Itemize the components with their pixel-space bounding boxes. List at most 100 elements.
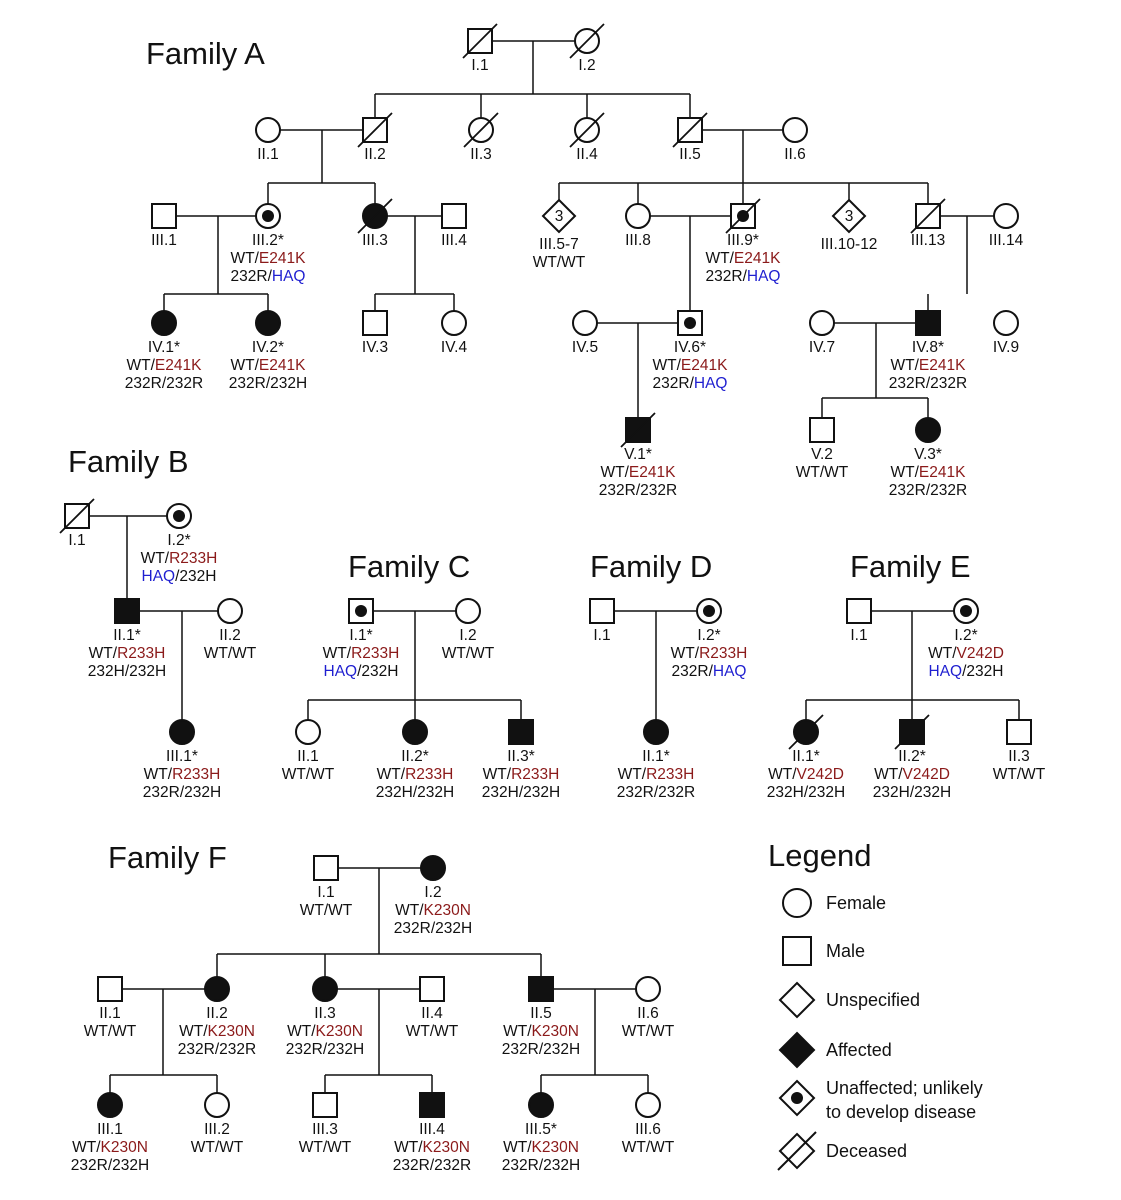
female-symbol <box>151 310 177 336</box>
genotype-line-part: WT/ <box>483 766 512 783</box>
genotype-line-part: HAQ <box>324 663 358 680</box>
male-symbol <box>419 1092 445 1118</box>
deceased-slash <box>894 714 930 750</box>
individual-label: III.2* <box>252 232 284 249</box>
female-symbol <box>420 855 446 881</box>
genotype-line: 232R/HAQ <box>231 268 306 285</box>
genotype-line: WT/WT <box>442 645 495 662</box>
genotype-line-part: /232H <box>962 663 1003 680</box>
genotype-line: WT/WT <box>204 645 257 662</box>
individual-label: III.5* <box>525 1121 557 1138</box>
genotype-line: 232R/232H <box>502 1157 580 1174</box>
genotype-line: WT/WT <box>533 254 586 271</box>
individual-a-v-2: V.2WT/WT <box>796 417 849 481</box>
individual-a-ii-1: II.1 <box>255 117 281 163</box>
individual-label: II.2 <box>219 627 241 644</box>
female-symbol <box>97 1092 123 1118</box>
individual-a-iv-5: IV.5 <box>572 310 598 356</box>
genotype-line-part: K230N <box>208 1023 255 1040</box>
female-symbol <box>255 117 281 143</box>
genotype-line-part: R233H <box>646 766 694 783</box>
genotype-line-part: WT/WT <box>796 464 849 481</box>
individual-f-i-1: I.1WT/WT <box>300 855 353 919</box>
individual-a-iii-4: III.4 <box>441 203 467 249</box>
individual-a-ii-5: II.5 <box>672 112 708 163</box>
genotype-line-part: /232H <box>357 663 398 680</box>
genotype-line: WT/WT <box>796 464 849 481</box>
genotype-line-part: WT/WT <box>406 1023 459 1040</box>
genotype-line-part: WT/WT <box>204 645 257 662</box>
genotype-line-part: 232R/232H <box>394 920 472 937</box>
individual-label: I.2* <box>697 627 720 644</box>
genotype-line-part: WT/ <box>706 250 735 267</box>
genotype-line-part: 232R/232H <box>502 1041 580 1058</box>
individual-label: II.4 <box>576 146 598 163</box>
genotype-line: WT/R233H <box>323 645 400 662</box>
genotype-line-part: 232R/232R <box>599 482 677 499</box>
genotype-line: WT/V242D <box>768 766 844 783</box>
genotype-line-part: R233H <box>117 645 165 662</box>
genotype-line-part: E241K <box>259 250 306 267</box>
genotype-line: WT/WT <box>84 1023 137 1040</box>
genotype-line-part: 232R/232H <box>143 784 221 801</box>
genotype-line-part: WT/ <box>503 1023 532 1040</box>
individual-label: IV.8* <box>912 339 944 356</box>
legend-label: Female <box>826 893 886 913</box>
legend-title: Legend <box>768 838 871 873</box>
male-symbol <box>362 310 388 336</box>
genotype-line-part: E241K <box>919 357 966 374</box>
individual-label: III.13 <box>911 232 945 249</box>
individual-label: II.3 <box>314 1005 336 1022</box>
carrier-dot <box>960 605 972 617</box>
genotype-line-part: HAQ <box>694 375 728 392</box>
genotype-line: WT/E241K <box>231 250 307 267</box>
individual-label: III.1 <box>97 1121 123 1138</box>
genotype-line-part: WT/ <box>127 357 156 374</box>
genotype-line: WT/E241K <box>127 357 203 374</box>
individual-label: IV.5 <box>572 339 598 356</box>
genotype-line-part: 232H/232H <box>767 784 845 801</box>
genotype-line: WT/R233H <box>483 766 560 783</box>
deceased-slash <box>569 23 605 59</box>
genotype-line-part: R233H <box>511 766 559 783</box>
genotype-line-part: WT/ <box>874 766 903 783</box>
genotype-line-part: 232R/232R <box>617 784 695 801</box>
female-symbol <box>255 310 281 336</box>
individual-label: I.2* <box>167 532 190 549</box>
genotype-line-part: WT/ <box>231 357 260 374</box>
individual-label: II.1 <box>257 146 279 163</box>
individual-label: II.6 <box>784 146 806 163</box>
individual-label: I.2 <box>578 57 595 74</box>
genotype-line-part: WT/ <box>377 766 406 783</box>
genotype-line: 232R/232R <box>617 784 695 801</box>
genotype-line: WT/E241K <box>601 464 677 481</box>
genotype-line-part: WT/ <box>287 1023 316 1040</box>
genotype-line-part: WT/ <box>653 357 682 374</box>
genotype-line-part: WT/WT <box>191 1139 244 1156</box>
genotype-line-part: 232R/232R <box>125 375 203 392</box>
female-symbol <box>455 598 481 624</box>
individual-label: III.3 <box>362 232 388 249</box>
genotype-line: WT/WT <box>406 1023 459 1040</box>
genotype-line-part: WT/WT <box>442 645 495 662</box>
genotype-line: HAQ/232H <box>324 663 399 680</box>
individual-label: IV.4 <box>441 339 468 356</box>
individual-label: IV.2* <box>252 339 284 356</box>
individual-label: II.6 <box>637 1005 659 1022</box>
individual-e-i-1: I.1 <box>846 598 872 644</box>
genotype-line: WT/V242D <box>874 766 950 783</box>
legend: LegendFemaleMaleUnspecifiedAffectedUnaff… <box>768 838 983 1171</box>
individual-label: III.8 <box>625 232 651 249</box>
individual-f-iii-2: III.2WT/WT <box>191 1092 244 1156</box>
legend-label: Affected <box>826 1040 892 1060</box>
